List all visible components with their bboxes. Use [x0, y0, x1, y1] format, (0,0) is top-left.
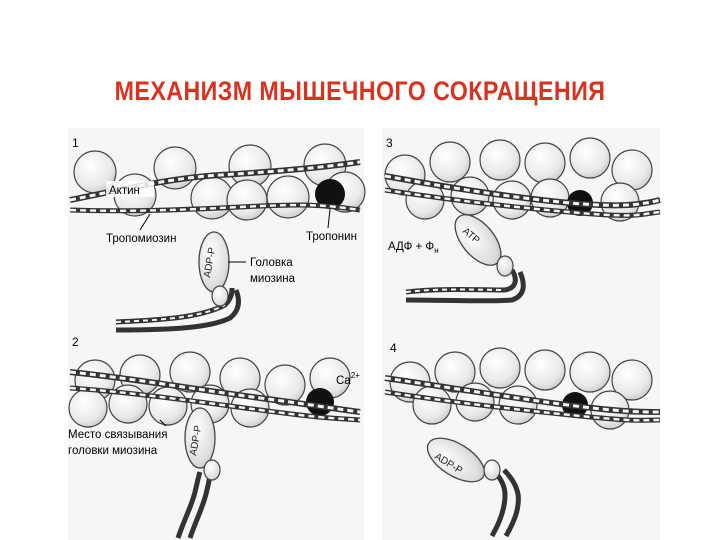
myosin-head-2 [184, 407, 216, 469]
myosin-1: ADP-P [115, 231, 241, 333]
myosin-2: ADP-P [175, 407, 221, 539]
head-label-1: ADP-P [202, 246, 218, 278]
panel-3: 3 ATP АДФ + Фн [384, 136, 661, 304]
tropomyosin-strand-3 [384, 173, 661, 218]
panel-2: 2 ADP-P Ca2+ [68, 335, 361, 539]
label-myosin-head-2: миозина [250, 273, 296, 285]
label-binding-site-2: головки миозина [68, 445, 158, 457]
leader-troponin [327, 208, 331, 229]
leader-tropomyosin [139, 213, 151, 231]
panel-4: 4 ADP-P [384, 341, 661, 538]
tropomyosin-strand-2 [69, 369, 361, 423]
head-label-2: ADP-P [188, 424, 204, 456]
tropomyosin-strand-4 [384, 375, 661, 423]
panel-4-background [382, 336, 660, 540]
label-myosin-head-1: Головка [250, 257, 293, 269]
troponin-dot-1 [315, 179, 345, 209]
panel-1: 1 ADP-P Актин Т [69, 136, 366, 333]
panel-3-number: 3 [386, 136, 393, 150]
myosin-4: ADP-P [426, 437, 521, 538]
label-binding-site-1: Место связывания [68, 429, 167, 441]
myosin-head-4 [426, 437, 486, 483]
actin-filament-3 [384, 137, 653, 222]
label-calcium: Ca2+ [336, 371, 360, 387]
panel-2-number: 2 [72, 335, 79, 349]
panel-4-number: 4 [390, 341, 397, 355]
leader-binding-site [159, 419, 167, 427]
page-title: МЕХАНИЗМ МЫШЕЧНОГО СОКРАЩЕНИЯ [114, 76, 606, 106]
label-actin: Актин [109, 185, 140, 197]
label-products: АДФ + Фн [388, 241, 439, 255]
panel-1-number: 1 [72, 136, 79, 150]
myosin-3: ATP [405, 214, 526, 304]
label-tropomyosin: Тропомиозин [106, 233, 176, 245]
label-troponin: Тропонин [306, 231, 357, 243]
